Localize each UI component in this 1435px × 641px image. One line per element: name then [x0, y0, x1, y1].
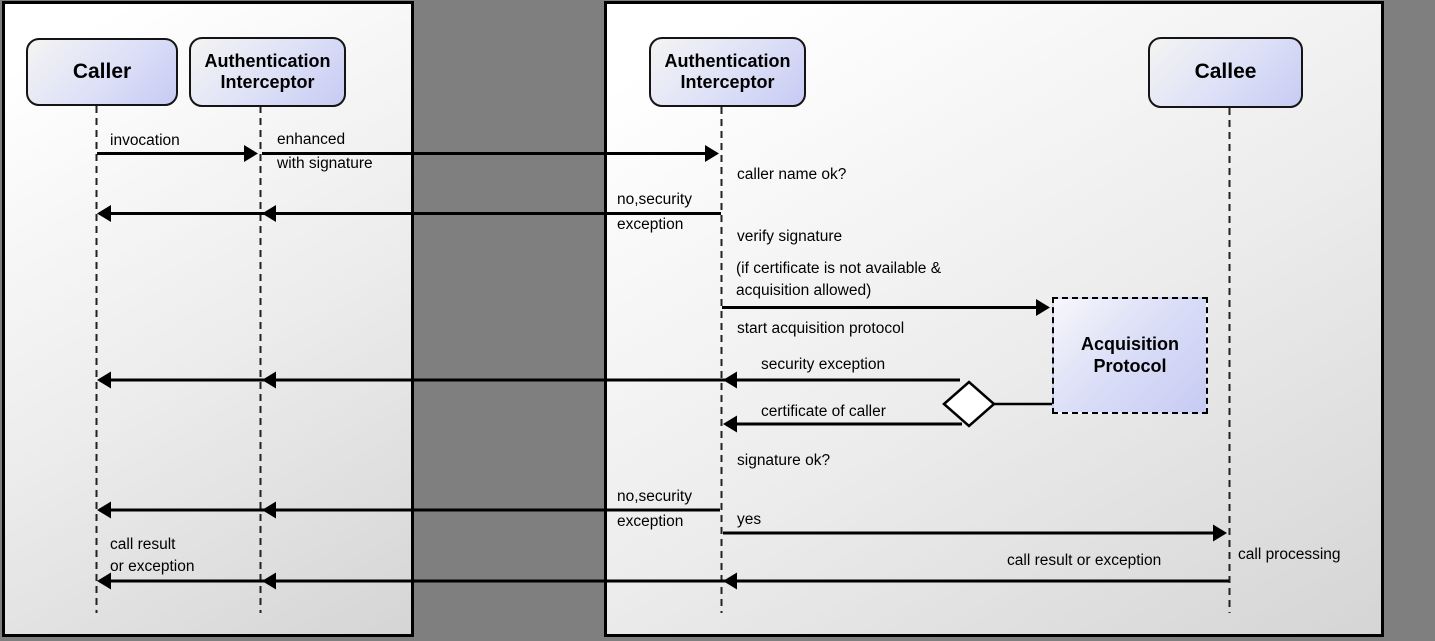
message-label-call-processing: call processing — [1238, 546, 1341, 563]
message-label-no-security-exception-2: no,security exception — [617, 488, 692, 530]
actor-label-callee: Callee — [1194, 60, 1257, 84]
message-label-security-exception: security exception — [761, 356, 886, 373]
message-label-start-acquisition: start acquisition protocol — [737, 320, 905, 337]
actor-label-caller: Caller — [72, 59, 132, 83]
message-label-call-result-or-exception: call result or exception — [1007, 552, 1162, 569]
actor-label-auth-interceptor-left: Authentication Interceptor — [204, 50, 331, 92]
acquisition-protocol-box: Acquisition Protocol — [1052, 297, 1208, 414]
actor-label-acquisition-protocol: Acquisition Protocol — [1081, 334, 1179, 376]
message-label-enhanced-with-signature: enhanced with signature — [277, 131, 373, 172]
message-label-caller-name-ok: caller name ok? — [737, 166, 847, 183]
message-label-yes: yes — [737, 511, 762, 528]
message-label-certificate-of-caller: certificate of caller — [761, 403, 886, 420]
actor-box-caller: Caller — [26, 38, 178, 106]
message-label-guard-condition: (if certificate is not available & acqui… — [736, 260, 942, 299]
message-label-signature-ok: signature ok? — [737, 452, 831, 469]
message-label-verify-signature: verify signature — [737, 228, 843, 245]
actor-box-auth-interceptor-left: Authentication Interceptor — [189, 37, 346, 107]
actor-box-callee: Callee — [1148, 37, 1303, 108]
message-label-call-result-left: call result or exception — [110, 536, 195, 575]
actor-box-auth-interceptor-right: Authentication Interceptor — [649, 37, 806, 107]
panel-caller-side — [2, 1, 414, 637]
actor-label-auth-interceptor-right: Authentication Interceptor — [664, 50, 791, 92]
message-label-invocation: invocation — [110, 132, 180, 149]
message-label-no-security-exception-1: no,security exception — [617, 191, 692, 233]
